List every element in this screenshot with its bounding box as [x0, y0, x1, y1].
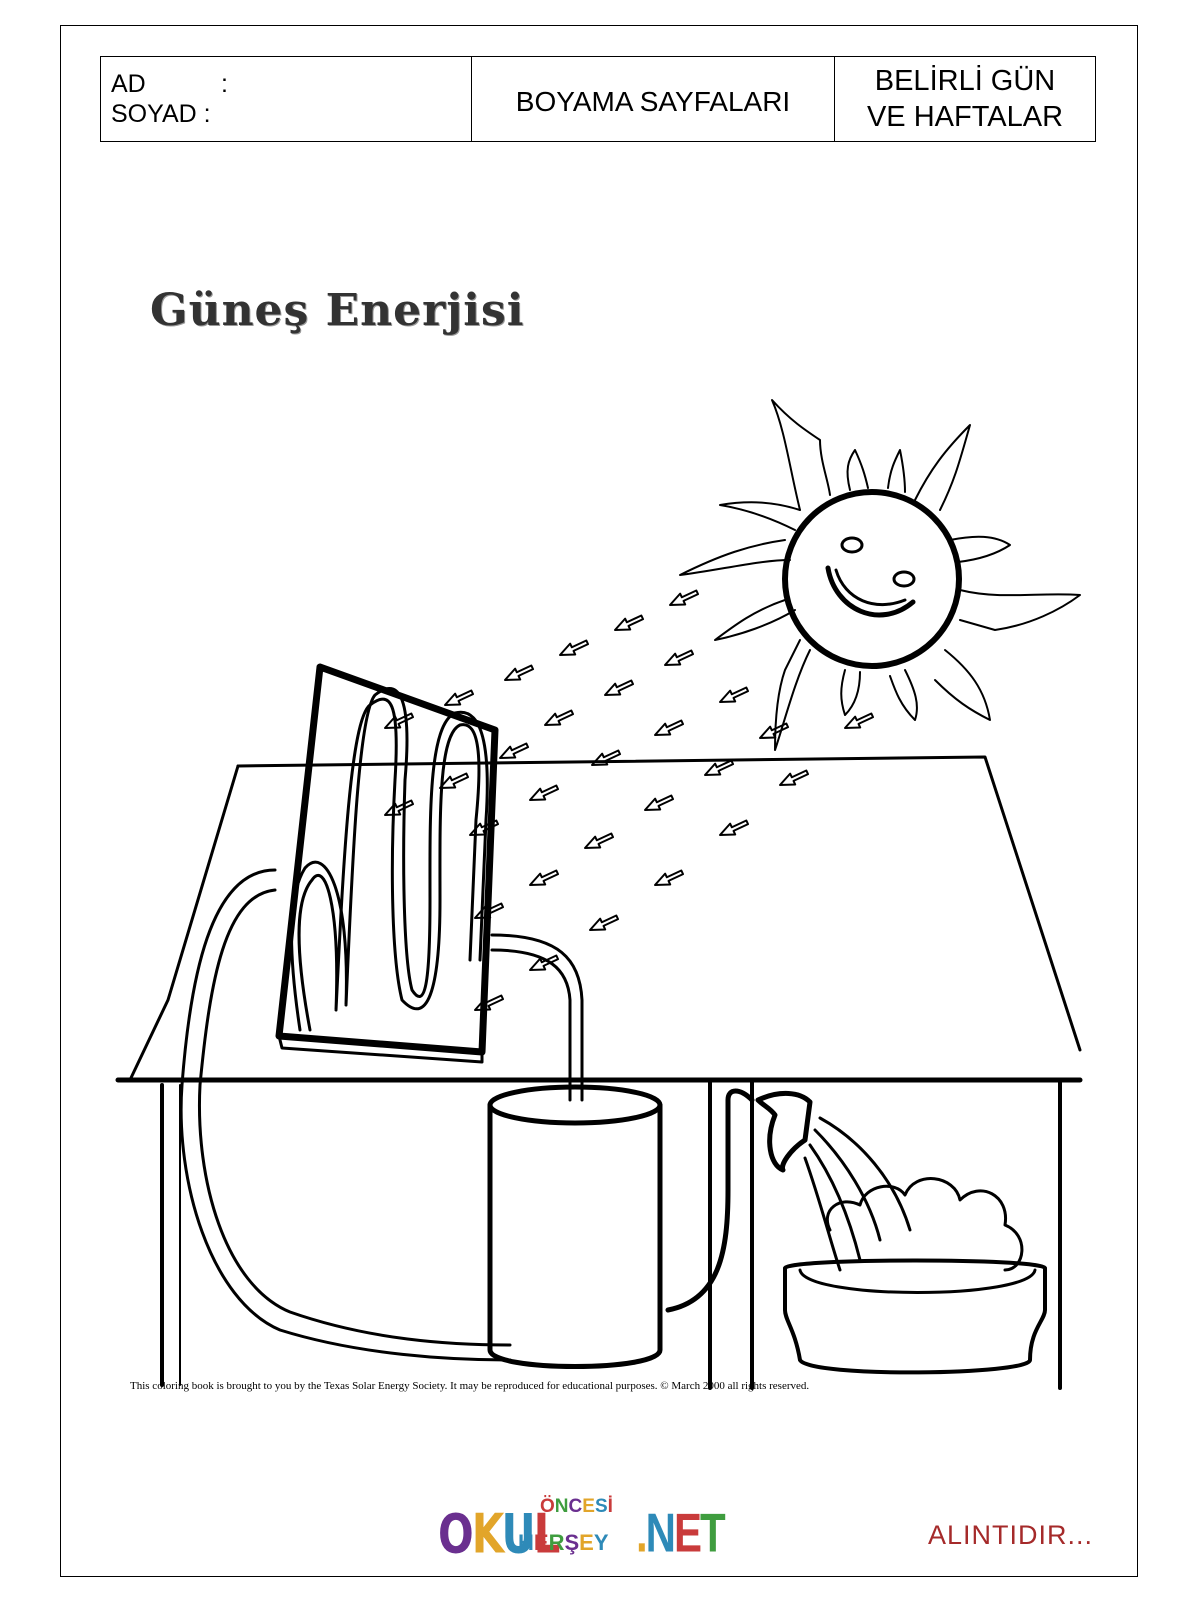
- ad-label: AD: [111, 70, 146, 98]
- ad-colon: :: [221, 70, 228, 98]
- page-type-cell: BOYAMA SAYFALARI: [472, 57, 835, 141]
- category-line-1: BELİRLİ GÜN: [874, 65, 1056, 97]
- house-posts: [160, 1080, 1062, 1390]
- water-tank: [487, 1084, 663, 1369]
- soyad-label: SOYAD :: [111, 100, 211, 128]
- logo-hersey: HERŞEY: [518, 1530, 609, 1555]
- source-note: ALINTIDIR...: [928, 1520, 1094, 1550]
- category-cell: BELİRLİ GÜN VE HAFTALAR: [835, 57, 1095, 141]
- logo-okul: OKUL: [438, 1502, 560, 1566]
- header-table: AD: SOYAD : BOYAMA SAYFALARI BELİRLİ GÜN…: [100, 56, 1096, 142]
- page-type: BOYAMA SAYFALARI: [515, 86, 791, 117]
- page-title: Güneş Enerjisi: [150, 285, 525, 336]
- pipes: [179, 868, 755, 1362]
- site-logo: OKUL ÖNCESİ HERŞEY .NET: [438, 1496, 726, 1566]
- logo-net: .NET: [636, 1502, 726, 1564]
- logo-oncesi: ÖNCESİ: [540, 1496, 613, 1517]
- category-line-2: VE HAFTALAR: [866, 101, 1064, 133]
- credit-line: This coloring book is brought to you by …: [130, 1380, 810, 1392]
- sun-rays: [384, 589, 875, 1011]
- solar-collector: [275, 663, 499, 1064]
- shower-and-bathtub: [755, 1091, 1047, 1375]
- name-cell: AD: SOYAD :: [101, 57, 472, 141]
- sun: [679, 399, 1081, 751]
- page-frame: [60, 25, 1138, 1577]
